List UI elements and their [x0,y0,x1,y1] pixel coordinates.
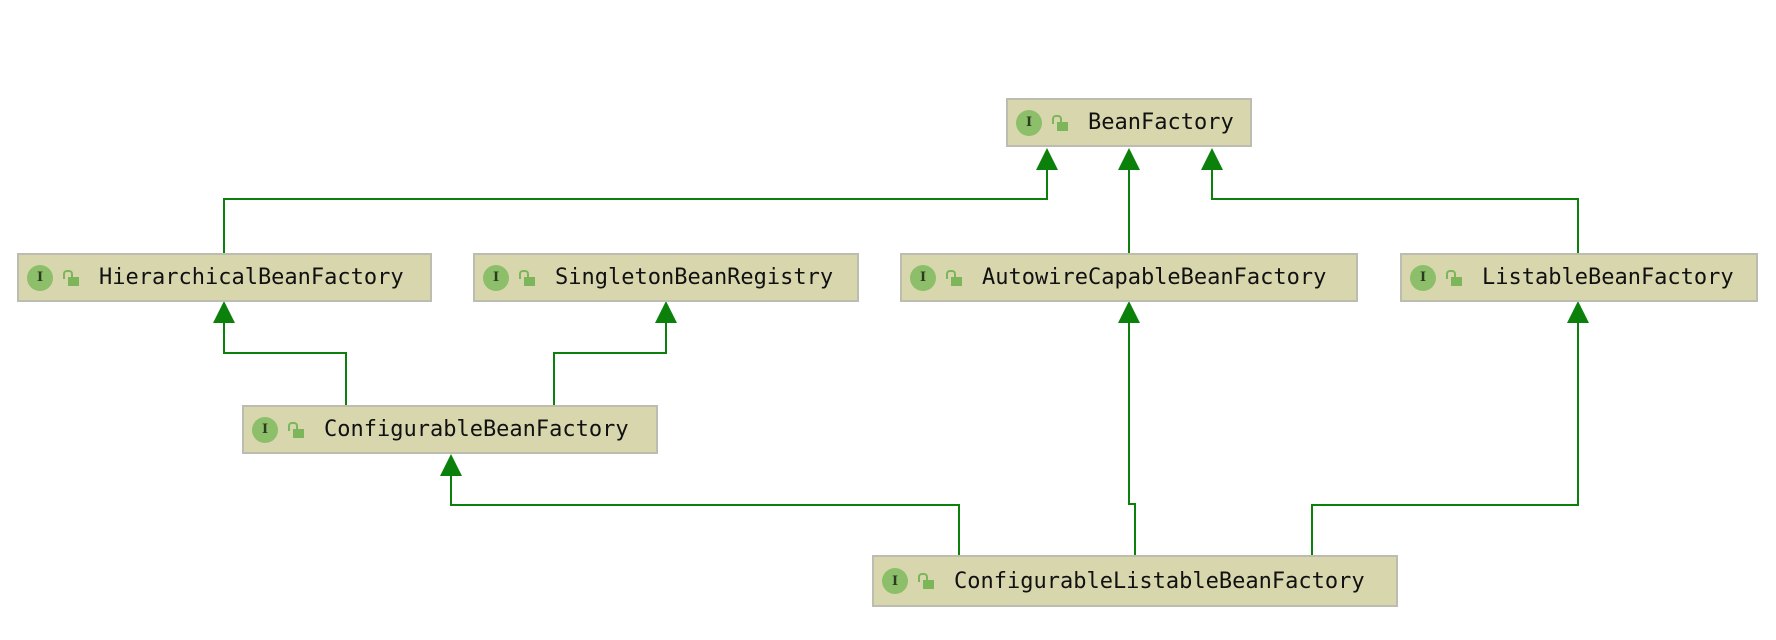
arrowhead-icon [1118,301,1140,323]
interface-badge-icon: I [1016,109,1042,136]
edge-line [223,168,1048,253]
edge-acbf-to-bf [1118,148,1140,253]
node-label: ListableBeanFactory [1482,265,1734,290]
node-bean-factory[interactable]: I BeanFactory [1006,98,1252,147]
node-hierarchical-bean-factory[interactable]: I HierarchicalBeanFactory [17,253,432,302]
arrowhead-icon [440,454,462,476]
node-listable-bean-factory[interactable]: I ListableBeanFactory [1400,253,1758,302]
node-singleton-bean-registry[interactable]: I SingletonBeanRegistry [473,253,859,302]
node-label: BeanFactory [1088,110,1234,135]
node-configurable-bean-factory[interactable]: I ConfigurableBeanFactory [242,405,658,454]
public-lock-icon [519,269,537,287]
edge-cbf-to-sbr [553,301,677,405]
edge-line [553,321,667,405]
interface-badge-icon: I [910,264,936,291]
node-label: AutowireCapableBeanFactory [982,265,1327,290]
interface-badge-icon: I [27,264,53,291]
interface-badge-icon: I [483,264,509,291]
public-lock-icon [1446,269,1464,287]
edge-clbf-to-lbf [1311,301,1589,555]
arrowhead-icon [1567,301,1589,323]
edge-line [223,321,347,405]
node-label: ConfigurableBeanFactory [324,417,629,442]
edge-lbf-to-bf [1201,148,1579,253]
interface-badge-icon: I [252,416,278,443]
edge-clbf-to-cbf [440,454,960,555]
arrowhead-icon [655,301,677,323]
edge-hbf-to-bf [223,148,1058,253]
public-lock-icon [946,269,964,287]
arrowhead-icon [213,301,235,323]
interface-badge-icon: I [882,568,908,594]
node-label: ConfigurableListableBeanFactory [954,568,1365,594]
arrowhead-icon [1201,148,1223,170]
node-configurable-listable-bean-factory[interactable]: I ConfigurableListableBeanFactory [872,555,1398,607]
edge-line [1128,321,1136,555]
node-label: HierarchicalBeanFactory [99,265,404,290]
edge-clbf-to-acbf [1118,301,1140,555]
public-lock-icon [63,269,81,287]
edge-line [450,474,960,555]
edge-line [1211,168,1579,253]
interface-badge-icon: I [1410,264,1436,291]
edge-line [1311,321,1579,555]
arrowhead-icon [1118,148,1140,170]
public-lock-icon [288,421,306,439]
public-lock-icon [918,572,936,590]
node-autowire-capable-bean-factory[interactable]: I AutowireCapableBeanFactory [900,253,1358,302]
node-label: SingletonBeanRegistry [555,265,834,290]
public-lock-icon [1052,114,1070,132]
arrowhead-icon [1036,148,1058,170]
edge-cbf-to-hbf [213,301,347,405]
